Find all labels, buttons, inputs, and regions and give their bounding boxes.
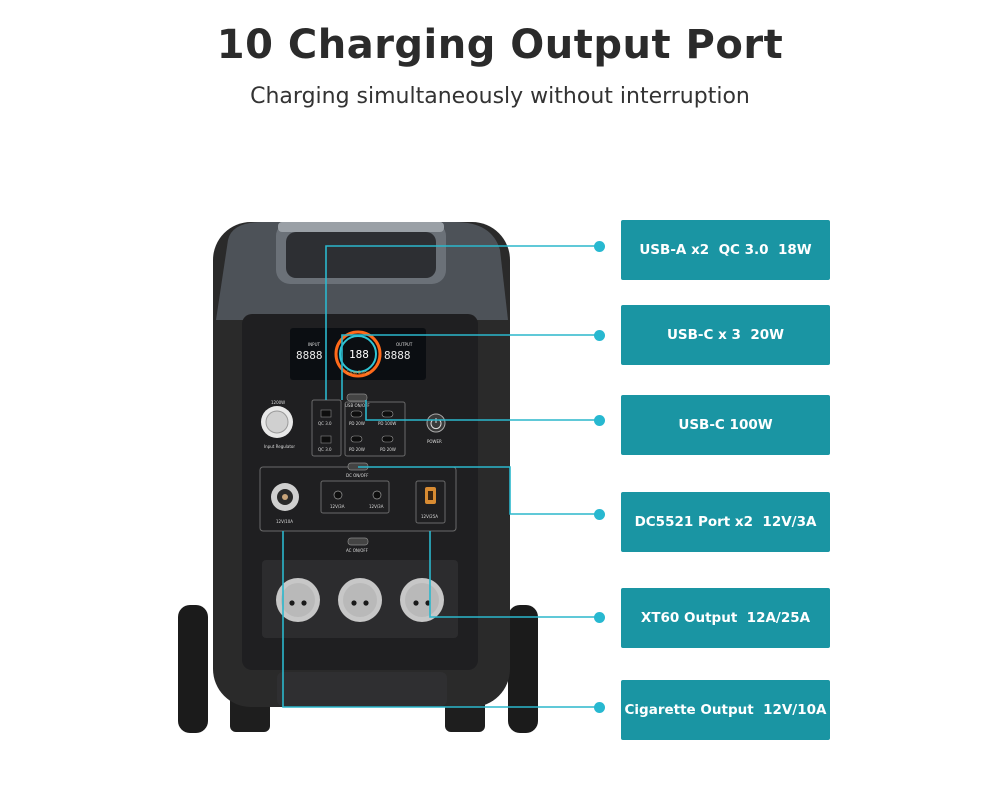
pd-label-1: PD 20W: [349, 421, 365, 426]
connector-usb-c-20w: [341, 334, 599, 400]
dc5521-label-1: 12V/3A: [330, 504, 345, 509]
pd100-label: PD 100W: [378, 421, 396, 426]
cigarette-label: 12V/10A: [276, 519, 293, 524]
dc5521-port-2: [372, 490, 382, 500]
callout-cigarette: Cigarette Output 12V/10A: [621, 680, 830, 740]
page-subtitle: Charging simultaneously without interrup…: [250, 84, 750, 109]
pd-label-2: PD 20W: [349, 447, 365, 452]
connector-dc5521: [358, 466, 599, 515]
usb-a-label-2: QC 3.0: [318, 447, 332, 452]
callout-dot-usb-c-20w: [594, 330, 605, 341]
lcd-output-label: OUTPUT: [396, 342, 413, 347]
connector-usb-a: [325, 245, 599, 400]
callout-usb-a: USB-A x2 QC 3.0 18W: [621, 220, 830, 280]
dial-bottom-label: Input Regulator: [264, 444, 295, 449]
connector-cigarette: [282, 531, 599, 708]
usb-onoff-button: [346, 393, 368, 402]
ac-onoff-label: AC ON/OFF: [346, 548, 369, 553]
right-wheel: [508, 605, 538, 733]
bottom-lid: [277, 672, 447, 706]
lcd-input-value: 8888: [296, 349, 323, 362]
callout-dot-cigarette: [594, 702, 605, 713]
callout-dot-usb-a: [594, 241, 605, 252]
handle-grip: [286, 232, 436, 278]
usb-onoff-label: USB ON/OFF: [345, 403, 370, 408]
xt60-group: [415, 480, 446, 524]
connector-xt60: [429, 531, 599, 618]
lcd-display: [290, 328, 426, 380]
ac-onoff-button: [347, 537, 369, 546]
dc-onoff-label: DC ON/OFF: [346, 473, 369, 478]
callout-xt60: XT60 Output 12A/25A: [621, 588, 830, 648]
lcd-center-value: 188: [349, 348, 369, 361]
page-title: 10 Charging Output Port: [216, 22, 784, 68]
connector-usb-c-100w: [365, 400, 599, 421]
dc5521-label-2: 12V/3A: [369, 504, 384, 509]
callout-dot-xt60: [594, 612, 605, 623]
callout-usb-c-20w: USB-C x 3 20W: [621, 305, 830, 365]
usb-a-port-2: [320, 435, 332, 444]
dc5521-group: [320, 480, 390, 514]
usb-c-group: [344, 401, 406, 457]
lcd-ring: [334, 330, 382, 378]
lcd-input-label: INPUT: [308, 342, 321, 347]
connector-lines: [282, 245, 599, 708]
usb-a-port-1: [320, 409, 332, 418]
callout-usb-c-100w: USB-C 100W: [621, 395, 830, 455]
xt60-label: 12V/25A: [421, 514, 438, 519]
lcd-brand: SuperSurge: [346, 370, 370, 375]
callout-dc5521: DC5521 Port x2 12V/3A: [621, 492, 830, 552]
dc5521-port-1: [333, 490, 343, 500]
dial-top-label: 1200W: [271, 400, 285, 405]
usb-c-100w-port: [381, 410, 394, 418]
usb-a-label-1: QC 3.0: [318, 421, 332, 426]
usb-c-port-1: [350, 410, 363, 418]
power-label: POWER: [427, 439, 442, 444]
lcd-output-value: 8888: [384, 349, 411, 362]
callout-dot-usb-c-100w: [594, 415, 605, 426]
pd-label-3: PD 20W: [380, 447, 396, 452]
usb-c-port-3: [381, 435, 394, 443]
usb-c-port-2: [350, 435, 363, 443]
callout-dot-dc5521: [594, 509, 605, 520]
left-wheel: [178, 605, 208, 733]
